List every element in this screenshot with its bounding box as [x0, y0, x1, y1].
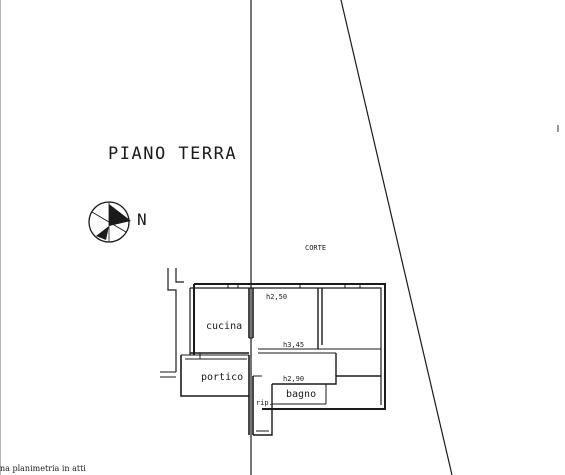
height-label-lower: h2,90 — [283, 375, 304, 383]
height-label-upper: h2,50 — [266, 293, 287, 301]
room-label-rip: rip. — [256, 399, 273, 407]
height-label-middle: h3,45 — [283, 341, 304, 349]
room-label-bagno: bagno — [286, 389, 316, 400]
footer-caption: na planimetria in atti — [0, 464, 86, 473]
corte-label: CORTE — [305, 244, 326, 252]
building-walls — [160, 268, 386, 436]
plan-title: PIANO TERRA — [108, 144, 237, 164]
north-arrow-icon — [88, 201, 131, 243]
room-label-cucina: cucina — [206, 321, 242, 332]
room-label-portico: portico — [201, 372, 243, 383]
north-letter: N — [137, 210, 147, 229]
